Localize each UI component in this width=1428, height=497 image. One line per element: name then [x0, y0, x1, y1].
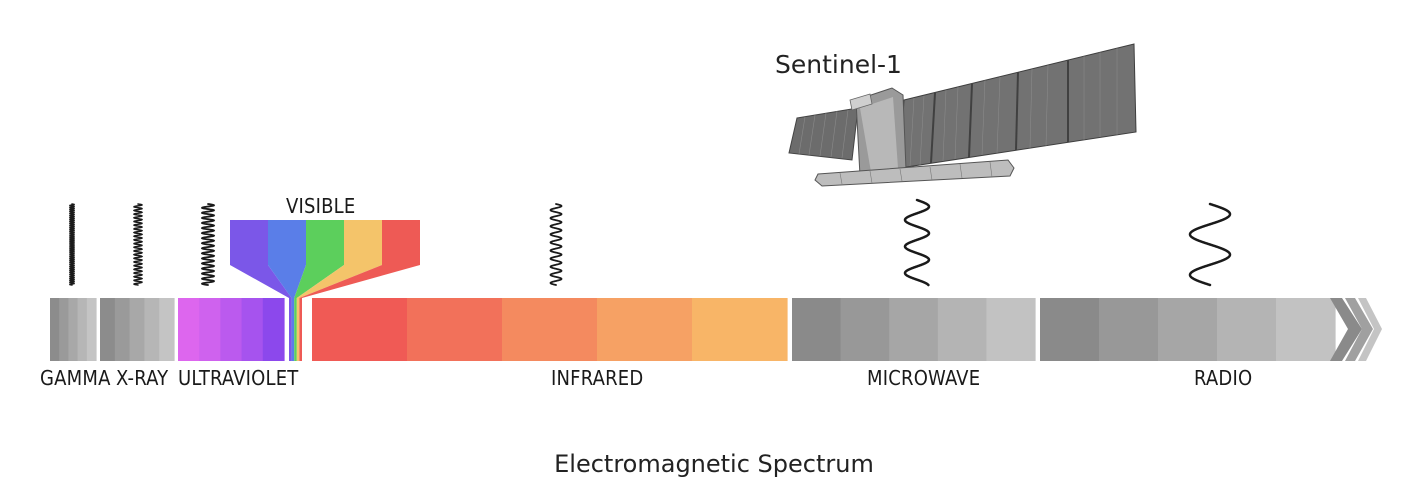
- band-label-radio: RADIO: [1194, 366, 1253, 390]
- bar-segment-visible: [294, 298, 297, 361]
- bar-segment-radio: [1217, 298, 1277, 361]
- bar-segment-infrared: [502, 298, 598, 361]
- satellite-name: Sentinel-1: [775, 50, 902, 79]
- ultraviolet-wave-icon: [200, 203, 216, 286]
- bar-segment-microwave: [840, 298, 890, 361]
- xray-wave-icon: [132, 203, 144, 286]
- bar-segment-microwave: [986, 298, 1036, 361]
- band-label-gamma: GAMMA: [40, 366, 111, 390]
- bar-segment-infrared: [692, 298, 788, 361]
- visible-fan-stripe: [268, 220, 306, 298]
- bar-segment-xray: [129, 298, 145, 361]
- bar-segment-ultraviolet: [178, 298, 200, 361]
- visible-fan-stripe: [294, 220, 344, 298]
- bar-segment-microwave: [937, 298, 987, 361]
- bar-segment-ultraviolet: [241, 298, 264, 361]
- bar-segment-radio: [1040, 298, 1100, 361]
- diagram-title: Electromagnetic Spectrum: [554, 450, 874, 478]
- bar-segment-radio: [1276, 298, 1336, 361]
- infrared-wave-icon: [549, 203, 563, 286]
- bar-segment-xray: [159, 298, 175, 361]
- radio-wave-icon: [1188, 202, 1232, 287]
- bar-segment-xray: [144, 298, 160, 361]
- bar-segment-gamma: [77, 298, 88, 361]
- band-label-infrared: INFRARED: [551, 366, 644, 390]
- bar-segment-visible: [291, 298, 295, 361]
- bar-segment-gamma: [86, 298, 97, 361]
- bar-segment-visible: [299, 298, 302, 361]
- bar-segment-visible: [296, 298, 300, 361]
- bar-segment-ultraviolet: [220, 298, 243, 361]
- band-label-xray: X-RAY: [116, 366, 169, 390]
- bar-segment-microwave: [792, 298, 842, 361]
- visible-label: VISIBLE: [286, 194, 356, 218]
- bar-segment-microwave: [889, 298, 939, 361]
- gamma-wave-icon: [69, 203, 75, 286]
- bar-segment-visible: [289, 298, 292, 361]
- visible-fan-stripe: [299, 220, 420, 298]
- bar-segment-xray: [100, 298, 116, 361]
- bar-segment-xray: [114, 298, 131, 361]
- bar-segment-infrared: [312, 298, 408, 361]
- visible-spectrum-fan: [230, 220, 420, 298]
- bar-segment-gamma: [50, 298, 60, 361]
- bar-segment-ultraviolet: [262, 298, 285, 361]
- bar-segment-gamma: [68, 298, 79, 361]
- bar-segment-ultraviolet: [199, 298, 221, 361]
- bar-segment-gamma: [59, 298, 69, 361]
- spectrum-bar: [50, 298, 1336, 361]
- bar-segment-infrared: [597, 298, 693, 361]
- bar-segment-radio: [1099, 298, 1159, 361]
- satellite-icon: [788, 43, 1137, 187]
- visible-fan-stripe: [296, 220, 382, 298]
- band-label-microwave: MICROWAVE: [867, 366, 981, 390]
- bar-segment-radio: [1158, 298, 1218, 361]
- visible-fan-stripe: [230, 220, 292, 298]
- microwave-wave-icon: [903, 198, 931, 287]
- band-label-ultraviolet: ULTRAVIOLET: [178, 366, 299, 390]
- bar-segment-infrared: [407, 298, 503, 361]
- radio-arrow-icon: [1330, 298, 1382, 361]
